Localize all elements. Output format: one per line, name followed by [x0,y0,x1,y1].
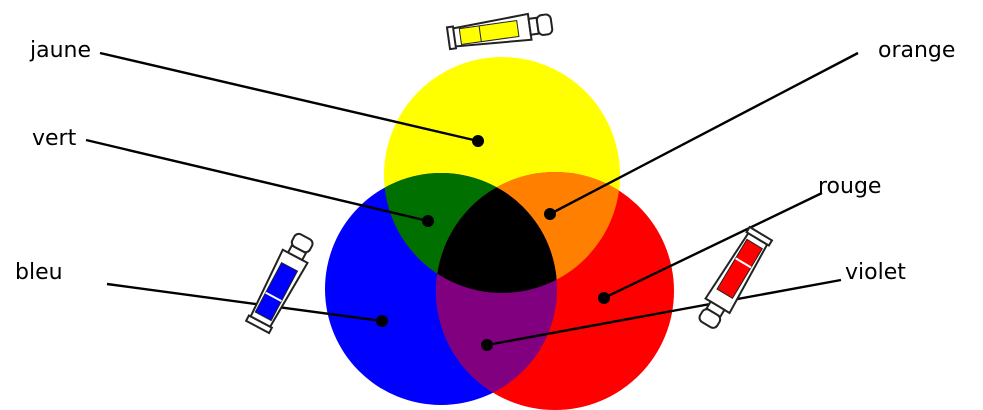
bleu-dot [376,315,388,327]
blue-paint-tube-icon [245,230,318,333]
label-bleu: bleu [15,262,63,284]
violet-dot [481,339,493,351]
label-vert: vert [32,128,76,150]
red-paint-tube-icon [694,227,773,332]
label-rouge: rouge [818,176,881,198]
label-jaune: jaune [30,40,91,62]
jaune-dot [472,135,484,147]
vert-leader-line [86,140,428,221]
rouge-dot [598,292,610,304]
label-orange: orange [878,40,955,62]
label-violet: violet [845,262,906,284]
vert-dot [422,215,434,227]
orange-dot [544,208,556,220]
yellow-paint-tube-icon [447,11,554,51]
